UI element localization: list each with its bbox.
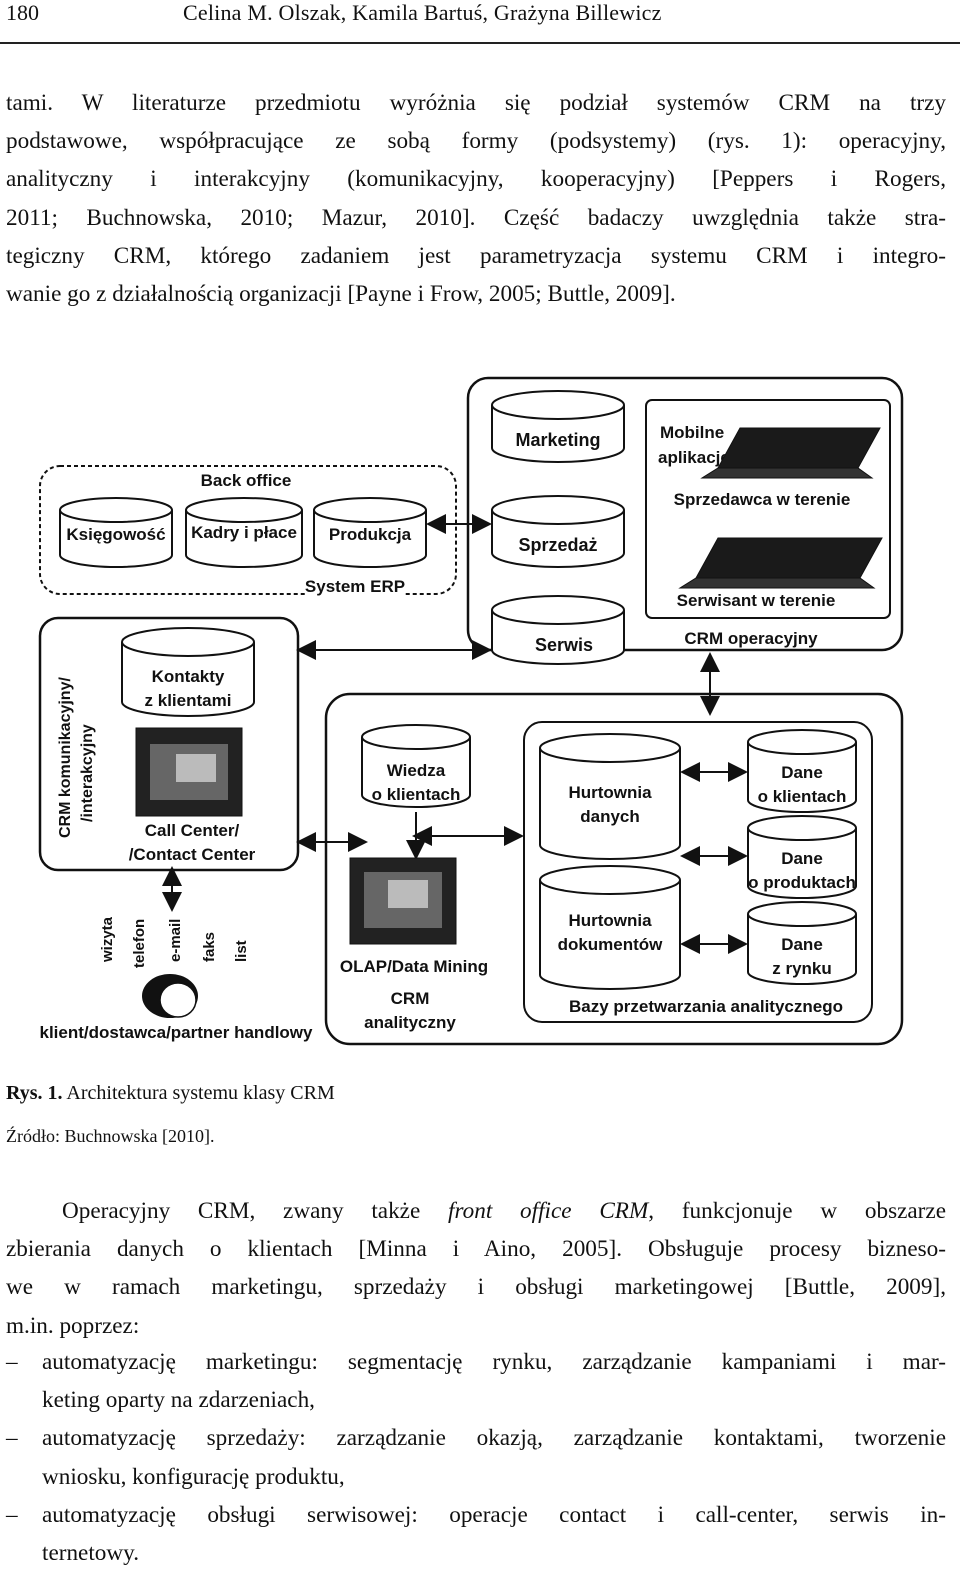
wiedza-label-2: o klientach	[372, 785, 461, 804]
hurtownia-danych-label-2: danych	[580, 807, 640, 826]
dane-produktach-label-1: Dane	[781, 849, 823, 868]
hurtownia-danych-database-icon	[539, 733, 681, 860]
crm-komunikacyjny-label-1: CRM komunikacyjny/	[57, 677, 74, 838]
email-label: e-mail	[167, 919, 184, 962]
produkcja-label: Produkcja	[329, 525, 412, 544]
ksiegowosc-label: Księgowość	[66, 525, 165, 544]
text-line: 2011; Buchnowska, 2010; Mazur, 2010]. Cz…	[6, 204, 946, 231]
crm-komunikacyjny-label-2: /interakcyjny	[79, 724, 96, 822]
crm-operacyjny-label: CRM operacyjny	[684, 629, 818, 648]
list-item: – automatyzację sprzedaży: zarządzanie o…	[0, 1419, 946, 1495]
text-line: tegiczny CRM, którego zadaniem jest para…	[6, 242, 946, 269]
bullet-dash: –	[6, 1501, 18, 1528]
figure-source: Źródło: Buchnowska [2010].	[6, 1126, 215, 1146]
wiedza-database-icon	[361, 724, 471, 808]
sprzedaz-database-icon	[491, 495, 625, 568]
text-line: podstawowe, współpracujące ze sobą formy…	[6, 128, 946, 155]
dane-produktach-label-2: o produktach	[748, 873, 856, 892]
marketing-database-icon	[491, 390, 625, 463]
dane-klientach-database-icon	[747, 729, 857, 813]
hurtownia-dokumentow-label-1: Hurtownia	[568, 911, 652, 930]
text-line: analityczny i interakcyjny (komunikacyjn…	[6, 166, 946, 193]
crm-analityczny-label-2: analityczny	[364, 1013, 456, 1032]
list-item: – automatyzację marketingu: segmentację …	[0, 1343, 946, 1419]
mobilne-label-1: Mobilne	[660, 423, 724, 442]
wizyta-label: wizyta	[99, 916, 116, 963]
callcenter-label-2: /Contact Center	[129, 845, 256, 864]
mobilne-box	[645, 399, 891, 619]
dane-klientach-label-2: o klientach	[758, 787, 847, 806]
page-number: 180	[6, 0, 39, 25]
crm-analityczny-box	[324, 692, 904, 1046]
crm-architecture-figure: Back office System ERP Księgowość Kadry …	[38, 376, 904, 1046]
text-fragment-italic: front office CRM	[448, 1198, 649, 1224]
hurtownia-dokumentow-database-icon	[539, 865, 681, 990]
dane-klientach-label-1: Dane	[781, 763, 823, 782]
paragraph-operational-crm: Operacyjny CRM, zwany także front office…	[6, 1192, 946, 1345]
bullet-list: – automatyzację marketingu: segmentację …	[0, 1343, 946, 1572]
kontakty-label-1: Kontakty	[152, 667, 225, 686]
kadry-database-icon	[185, 497, 303, 568]
text-line: automatyzację marketingu: segmentację ry…	[42, 1349, 946, 1375]
call-center-screen-icon	[135, 727, 243, 817]
bullet-dash: –	[6, 1425, 18, 1452]
dane-rynku-label-1: Dane	[781, 935, 823, 954]
system-erp-label: System ERP	[305, 577, 405, 596]
kontakty-label-2: z klientami	[145, 691, 232, 710]
serwisant-label: Serwisant w terenie	[677, 591, 836, 610]
running-header-authors: Celina M. Olszak, Kamila Bartuś, Grażyna…	[183, 0, 662, 25]
ksiegowosc-database-icon	[59, 497, 173, 568]
caption-text: Architektura systemu klasy CRM	[62, 1082, 335, 1104]
text-line: keting oparty na zdarzeniach,	[42, 1387, 315, 1414]
faks-label: faks	[201, 932, 218, 962]
produkcja-database-icon	[313, 497, 427, 568]
dane-rynku-database-icon	[747, 901, 857, 985]
text-fragment: , funkcjonuje w obszarze	[648, 1198, 946, 1224]
bazy-label: Bazy przetwarzania analitycznego	[569, 997, 843, 1016]
serwis-label: Serwis	[535, 635, 593, 655]
text-line: zbierania danych o klientach [Minna i Ai…	[6, 1236, 946, 1263]
text-line: tami. W literaturze przedmiotu wyróżnia …	[6, 90, 946, 116]
sprzedawca-label: Sprzedawca w terenie	[674, 490, 851, 509]
text-line: Operacyjny CRM, zwany także front office…	[6, 1192, 946, 1230]
text-line: wniosku, konfigurację produktu,	[42, 1463, 345, 1490]
text-line: ternetowy.	[42, 1540, 140, 1567]
dane-produktach-database-icon	[747, 815, 857, 899]
paragraph-intro: tami. W literaturze przedmiotu wyróżnia …	[6, 84, 946, 313]
sprzedaz-label: Sprzedaż	[518, 535, 597, 555]
laptop-icon	[700, 427, 881, 479]
bazy-box	[523, 721, 873, 1023]
person-head-icon	[142, 974, 198, 1018]
wiedza-label-1: Wiedza	[387, 761, 446, 780]
hurtownia-danych-label-1: Hurtownia	[568, 783, 652, 802]
bullet-dash: –	[6, 1349, 18, 1375]
klient-label: klient/dostawca/partner handlowy	[39, 1023, 313, 1042]
back-office-label: Back office	[201, 471, 292, 490]
olap-label: OLAP/Data Mining	[340, 957, 488, 976]
dane-rynku-label-2: z rynku	[772, 959, 832, 978]
kadry-label: Kadry i płace	[191, 523, 297, 542]
kontakty-database-icon	[121, 627, 255, 717]
telefon-label: telefon	[131, 919, 148, 968]
text-line: wanie go z działalnością organizacji [Pa…	[6, 281, 676, 308]
marketing-label: Marketing	[515, 430, 600, 450]
text-fragment: Operacyjny CRM, zwany także	[62, 1198, 449, 1224]
laptop-icon	[678, 537, 883, 589]
olap-screen-icon	[349, 857, 457, 945]
text-line: automatyzację obsługi serwisowej: operac…	[42, 1501, 946, 1528]
hurtownia-dokumentow-label-2: dokumentów	[558, 935, 664, 954]
crm-analityczny-label-1: CRM	[391, 989, 430, 1008]
caption-label: Rys. 1.	[6, 1082, 63, 1104]
text-line: automatyzację sprzedaży: zarządzanie oka…	[42, 1425, 946, 1452]
figure-caption: Rys. 1. Architektura systemu klasy CRM	[6, 1082, 335, 1105]
text-line: we w ramach marketingu, sprzedaży i obsł…	[6, 1274, 946, 1301]
text-line: m.in. poprzez:	[6, 1312, 140, 1339]
header-rule	[0, 42, 960, 44]
callcenter-label-1: Call Center/	[145, 821, 240, 840]
list-item: – automatyzację obsługi serwisowej: oper…	[0, 1496, 946, 1572]
mobilne-label-2: aplikacje	[658, 448, 730, 467]
serwis-database-icon	[491, 595, 625, 665]
list-label: list	[233, 940, 250, 962]
